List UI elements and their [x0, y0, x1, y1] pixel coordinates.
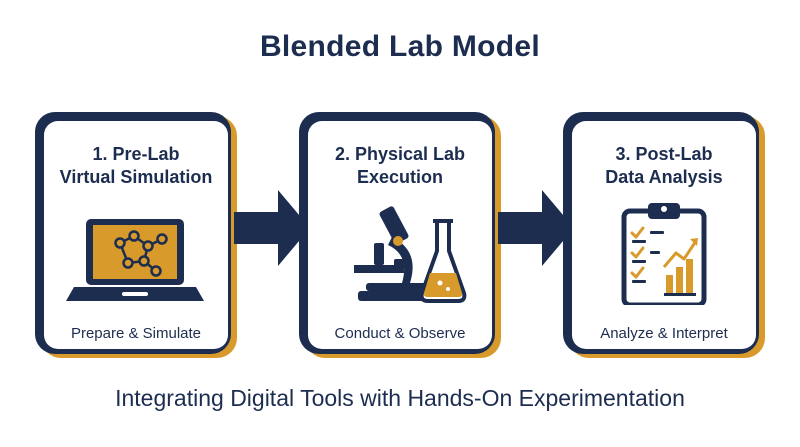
arrow-right-icon	[498, 190, 574, 266]
step-card-pre-lab: 1. Pre-Lab Virtual Simulation	[33, 110, 239, 360]
card-title: 2. Physical Lab Execution	[334, 144, 466, 187]
step-card-physical-lab: 2. Physical Lab Execution Conduct & Obse…	[297, 110, 503, 360]
microscope-flask-icon	[354, 206, 467, 303]
diagram-title: Blended Lab Model	[259, 30, 541, 63]
card-body: 3. Post-Lab Data Analysis	[572, 121, 756, 349]
card-title: 1. Pre-Lab Virtual Simulation	[59, 144, 213, 187]
card-title: 3. Post-Lab Data Analysis	[605, 144, 723, 187]
arrow-right-icon	[234, 190, 310, 266]
card-caption: Conduct & Observe	[334, 325, 466, 342]
diagram-subtitle: Integrating Digital Tools with Hands-On …	[115, 385, 685, 411]
step-card-post-lab: 3. Post-Lab Data Analysis	[561, 110, 767, 360]
card-caption: Analyze & Interpret	[600, 325, 728, 342]
card-body: 1. Pre-Lab Virtual Simulation	[44, 121, 228, 349]
laptop-molecule-icon	[66, 219, 204, 301]
clipboard-chart-icon	[621, 203, 707, 305]
card-body: 2. Physical Lab Execution Conduct & Obse…	[308, 121, 492, 349]
card-caption: Prepare & Simulate	[70, 325, 202, 342]
